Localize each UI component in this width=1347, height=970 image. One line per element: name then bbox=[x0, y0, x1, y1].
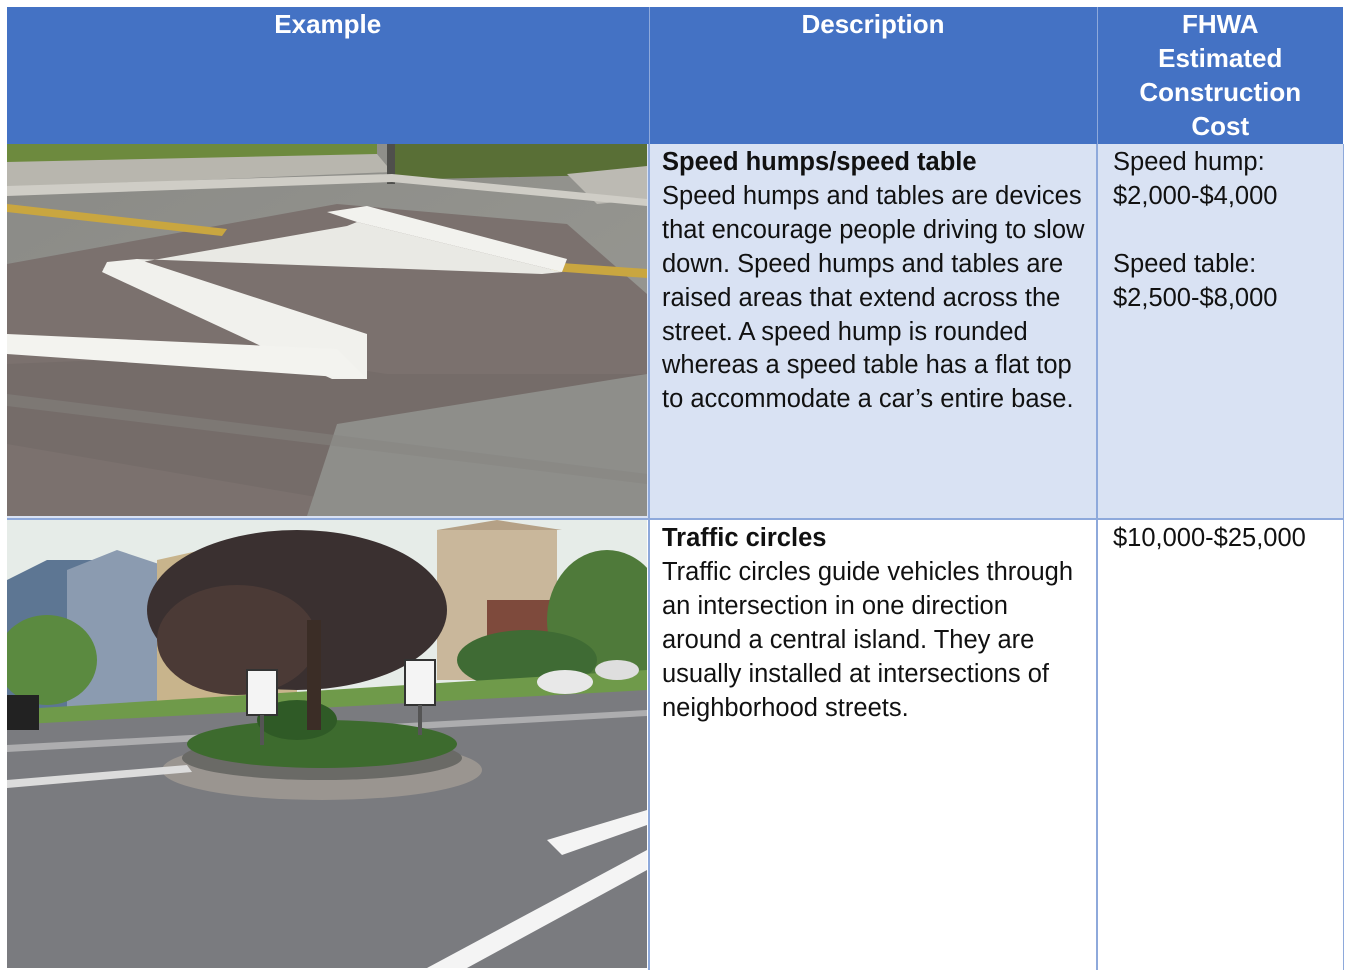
cost-table: Example Description FHWA Estimated Const… bbox=[7, 7, 1344, 970]
speed-hump-image bbox=[7, 144, 647, 516]
speed-hump-description: Speed humps and tables are devices that … bbox=[662, 181, 1085, 414]
traffic-circle-description-cell: Traffic circles Traffic circles guide ve… bbox=[649, 519, 1098, 970]
speed-hump-description-cell: Speed humps/speed table Speed humps and … bbox=[649, 144, 1098, 520]
traffic-circle-text: Traffic circles Traffic circles guide ve… bbox=[662, 522, 1086, 725]
speed-table-cost: Speed table: $2,500-$8,000 bbox=[1113, 249, 1278, 312]
table-row: Speed humps/speed table Speed humps and … bbox=[7, 144, 1344, 520]
header-cost: FHWA Estimated Construction Cost bbox=[1097, 7, 1343, 144]
speed-hump-photo bbox=[7, 144, 650, 520]
header-cost-label: FHWA Estimated Construction Cost bbox=[1139, 9, 1302, 141]
speed-hump-cost-cell: Speed hump: $2,000-$4,000 Speed table: $… bbox=[1097, 144, 1344, 520]
speed-hump-title: Speed humps/speed table bbox=[662, 148, 977, 176]
traffic-circle-cost: $10,000-$25,000 bbox=[1113, 524, 1306, 552]
traffic-circle-photo bbox=[7, 519, 650, 970]
traffic-circle-description: Traffic circles guide vehicles through a… bbox=[662, 557, 1074, 722]
table-header-row: Example Description FHWA Estimated Const… bbox=[7, 7, 1343, 144]
table-row: Traffic circles Traffic circles guide ve… bbox=[7, 519, 1344, 970]
traffic-circle-image bbox=[7, 520, 647, 968]
header-description: Description bbox=[649, 7, 1098, 144]
header-example: Example bbox=[7, 7, 650, 144]
speed-hump-cost: Speed hump: $2,000-$4,000 bbox=[1113, 148, 1278, 210]
speed-hump-text: Speed humps/speed table Speed humps and … bbox=[662, 146, 1086, 417]
traffic-circle-title: Traffic circles bbox=[662, 524, 827, 552]
traffic-circle-cost-cell: $10,000-$25,000 bbox=[1097, 519, 1344, 970]
